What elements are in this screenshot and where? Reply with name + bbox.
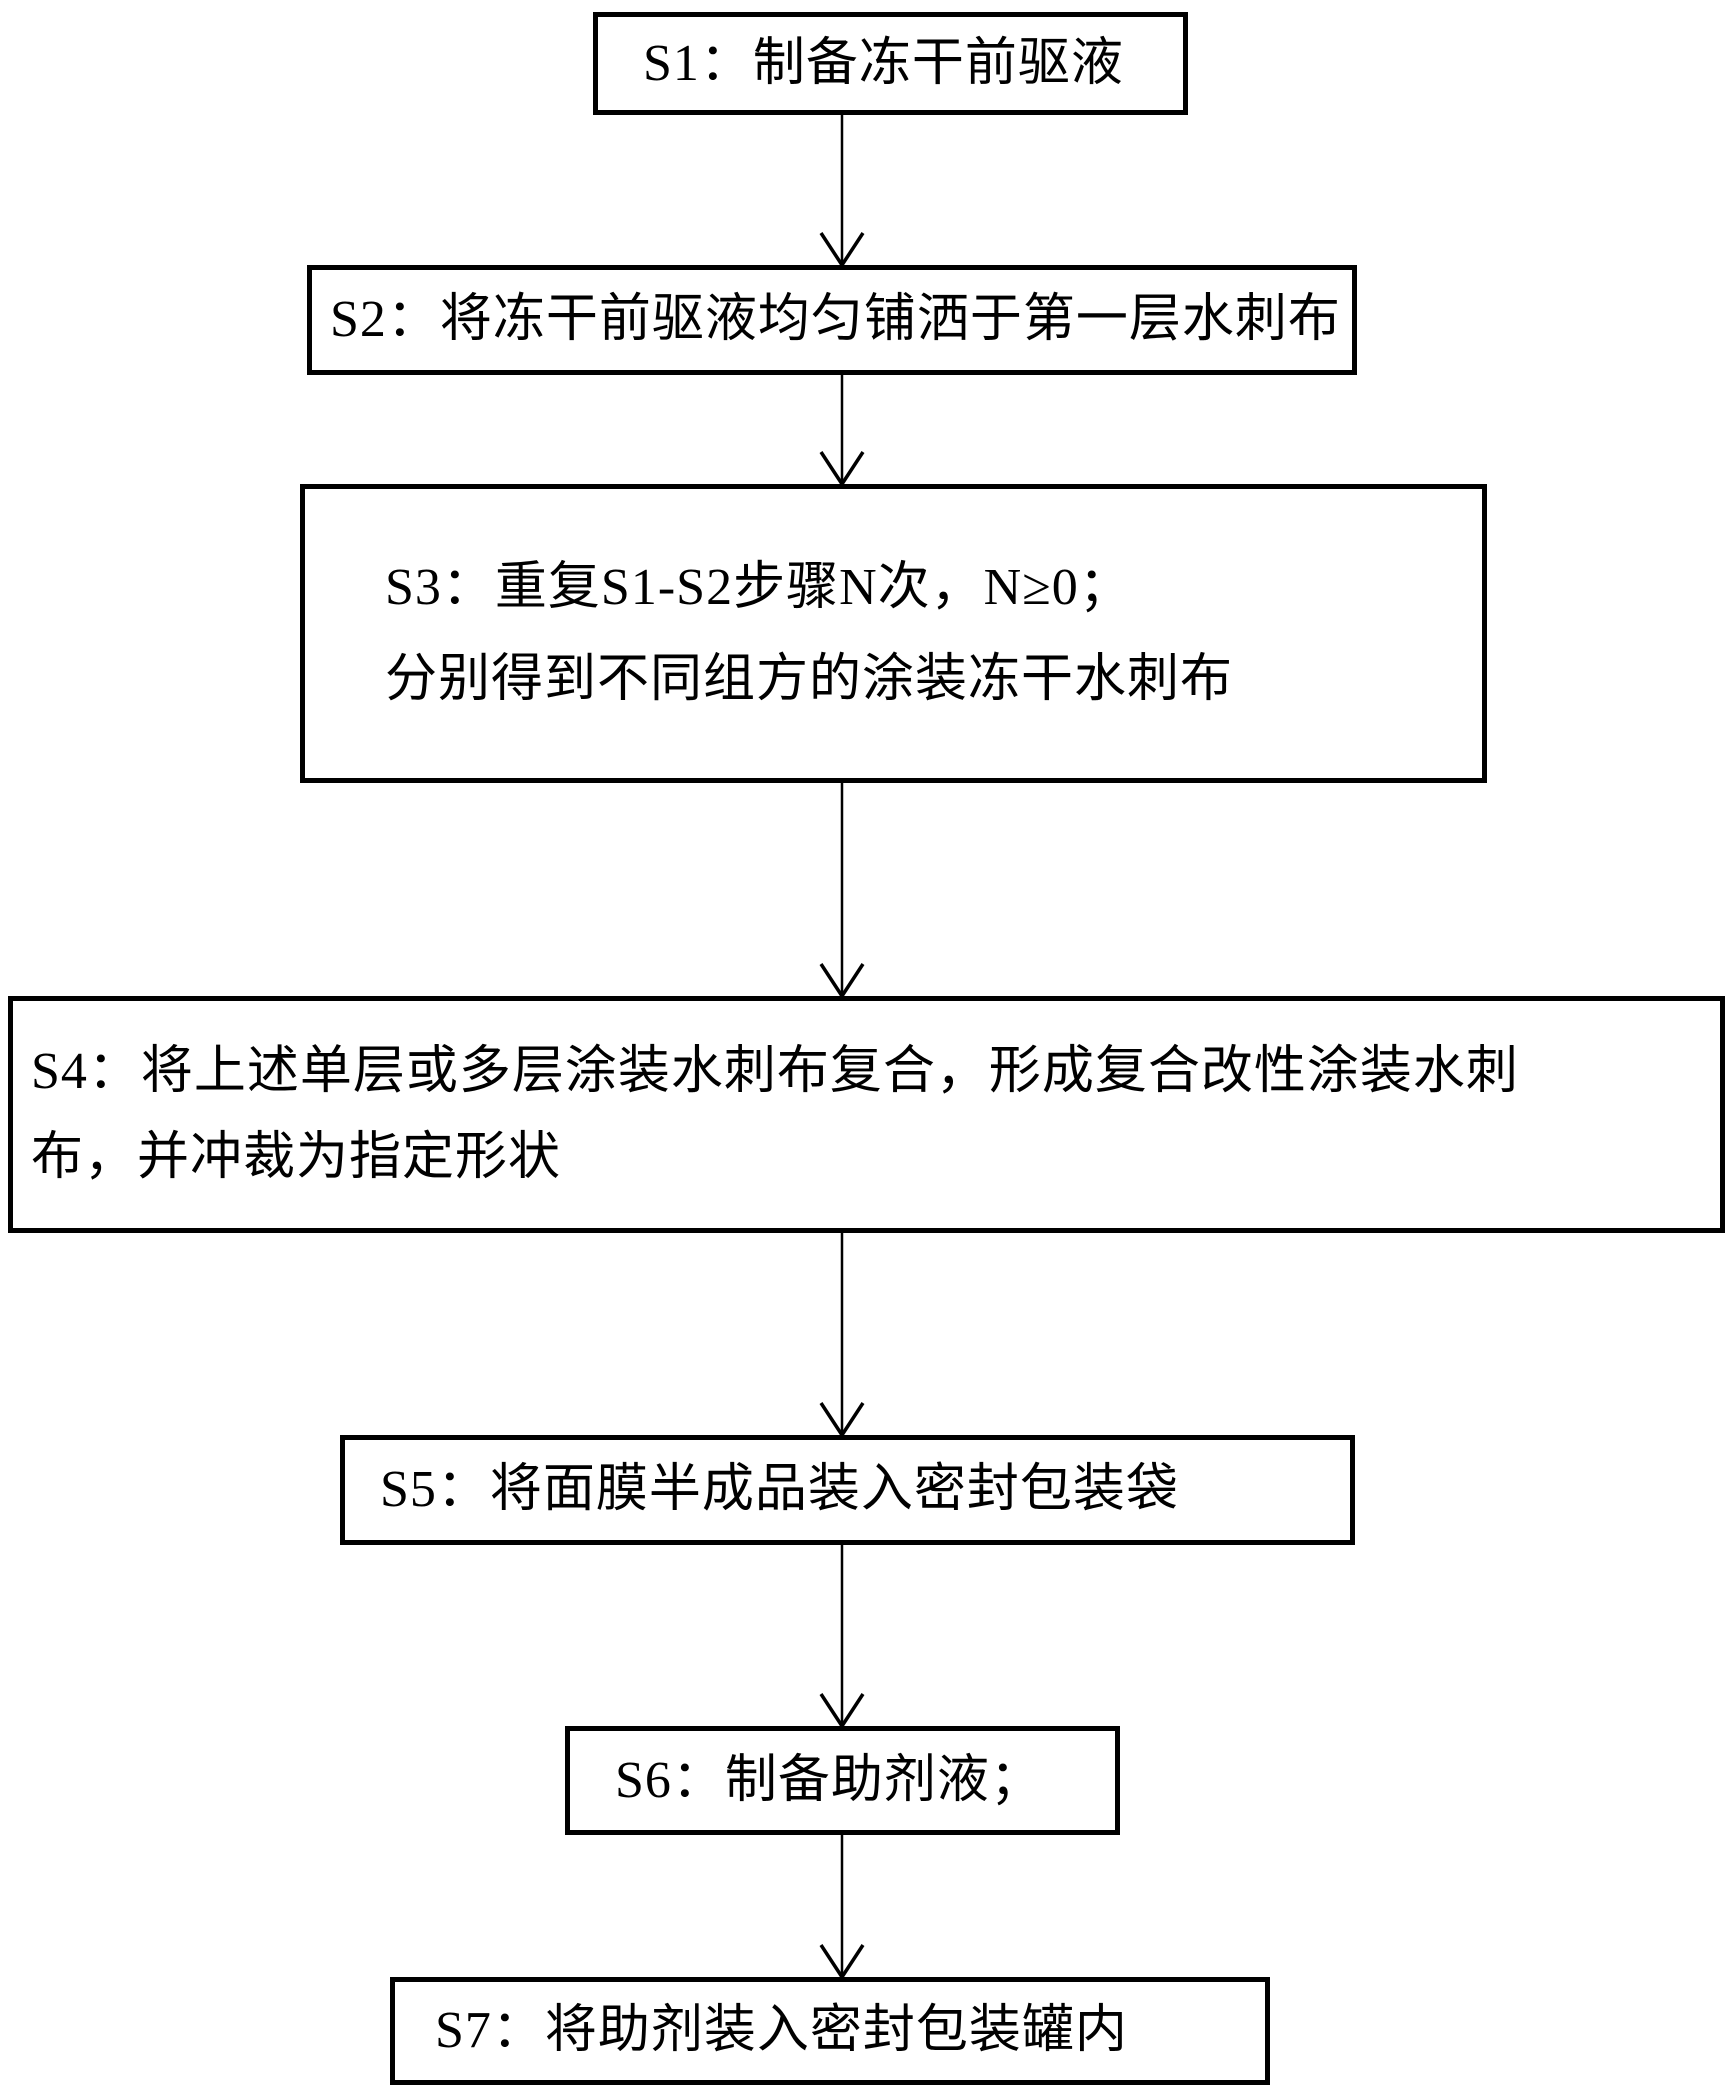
flow-step-s6: S6：制备助剂液； (565, 1726, 1120, 1835)
flow-step-s3-line-1: S3：重复S1-S2步骤N次，N≥0； (385, 558, 1132, 616)
flow-step-s7-label: S7：将助剂装入密封包装罐内 (435, 2002, 1128, 2059)
flow-step-s7: S7：将助剂装入密封包装罐内 (390, 1977, 1270, 2085)
arrow-s6-to-s7 (819, 1835, 865, 1981)
arrow-s2-to-s3 (819, 375, 865, 488)
flow-step-s3-line-2: 分别得到不同组方的涂装冻干水刺布 (385, 650, 1234, 708)
arrow-s5-to-s6 (819, 1545, 865, 1730)
flow-step-s5-label: S5：将面膜半成品装入密封包装袋 (380, 1461, 1179, 1518)
flow-step-s5: S5：将面膜半成品装入密封包装袋 (340, 1435, 1355, 1545)
arrow-s3-to-s4 (819, 783, 865, 1000)
flow-step-s2-label: S2：将冻干前驱液均匀铺洒于第一层水刺布 (330, 291, 1341, 348)
flow-step-s4-line-1: S4：将上述单层或多层涂装水刺布复合，形成复合改性涂装水刺 (31, 1042, 1519, 1100)
arrow-s4-to-s5 (819, 1233, 865, 1439)
arrow-s1-to-s2 (819, 115, 865, 269)
flow-step-s2: S2：将冻干前驱液均匀铺洒于第一层水刺布 (307, 265, 1357, 375)
flow-step-s4-line-2: 布，并冲裁为指定形状 (31, 1128, 562, 1186)
flow-step-s4: S4：将上述单层或多层涂装水刺布复合，形成复合改性涂装水刺 布，并冲裁为指定形状 (8, 996, 1725, 1233)
flow-step-s6-label: S6：制备助剂液； (615, 1751, 1043, 1809)
flow-step-s1-label: S1：制备冻干前驱液 (643, 34, 1124, 92)
flow-step-s3: S3：重复S1-S2步骤N次，N≥0； 分别得到不同组方的涂装冻干水刺布 (300, 484, 1487, 783)
flow-step-s1: S1：制备冻干前驱液 (593, 12, 1188, 115)
